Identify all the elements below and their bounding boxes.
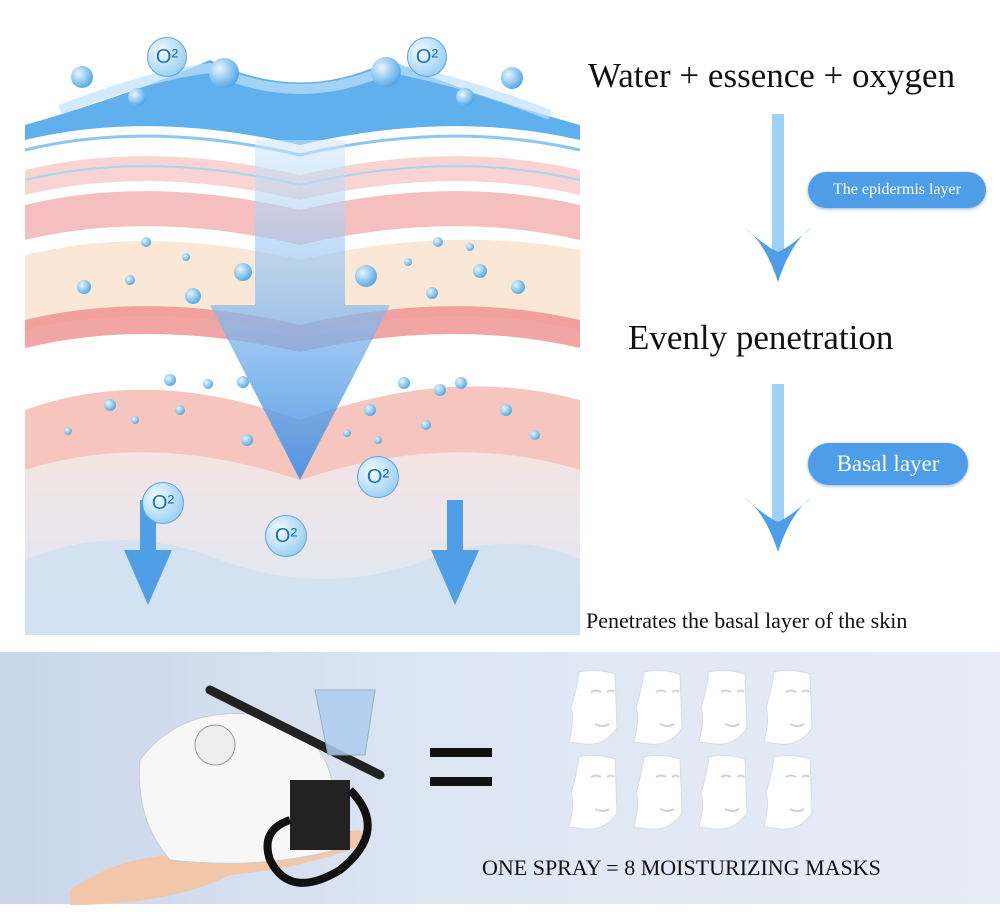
- face-mask-icon: [633, 669, 683, 745]
- basal-layer-label: Basal layer: [808, 443, 968, 485]
- epidermis-layer: [25, 60, 580, 145]
- face-mask-icon: [698, 669, 748, 745]
- water-droplets: [64, 57, 540, 446]
- step-even-penetration: Evenly penetration: [628, 318, 894, 357]
- oxygen-bubble: O²: [407, 37, 447, 77]
- comparison-caption: ONE SPRAY = 8 MOISTURIZING MASKS: [482, 855, 881, 880]
- right-down-arrow: [431, 500, 479, 605]
- oxygen-bubble: O²: [142, 482, 184, 524]
- epidermis-layer-label: The epidermis layer: [808, 172, 986, 208]
- equals-sign-bottom: [430, 777, 492, 786]
- face-mask-icon: [763, 669, 813, 745]
- face-mask-icon: [568, 754, 618, 830]
- flow-arrow-1: [744, 114, 812, 282]
- step-penetrates-basal-layer: Penetrates the basal layer of the skin: [586, 608, 908, 633]
- left-down-arrow: [124, 500, 172, 605]
- step-water-essence-oxygen: Water + essence + oxygen: [588, 56, 956, 95]
- face-mask-icon: [633, 754, 683, 830]
- skin-layers-diagram: [24, 57, 581, 635]
- face-mask-icon: [568, 669, 618, 745]
- oxygen-bubble: O²: [357, 456, 399, 498]
- flow-arrow-2: [744, 384, 812, 552]
- equals-sign-top: [430, 748, 492, 757]
- face-mask-icon: [698, 754, 748, 830]
- mask-grid: [565, 668, 825, 838]
- oxygen-bubble: O²: [265, 515, 307, 557]
- face-mask-icon: [763, 754, 813, 830]
- oxygen-bubble: O²: [147, 37, 187, 77]
- airbrush-device-image: [70, 685, 385, 905]
- penetration-arrow: [210, 140, 390, 480]
